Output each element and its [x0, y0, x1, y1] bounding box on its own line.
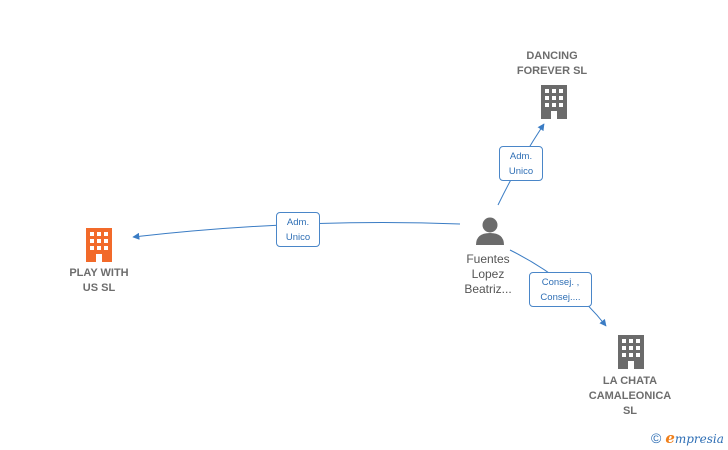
company-name-line: US SL — [82, 282, 116, 294]
copyright-symbol: © — [651, 430, 662, 446]
company-name-line: SL — [622, 405, 638, 417]
edge-label-adm-unico-play[interactable]: Adm. Unico — [276, 212, 320, 247]
edge-label-line: Consej. , — [541, 277, 580, 288]
edge-label-line: Adm. — [509, 151, 533, 162]
building-icon[interactable] — [541, 85, 567, 119]
edge-label-line: Unico — [285, 232, 311, 243]
footer-branding: © empresia — [651, 429, 724, 447]
person-icon[interactable] — [476, 217, 504, 246]
person-name-line: Beatriz... — [464, 282, 512, 296]
company-name-line: PLAY WITH — [69, 267, 129, 279]
empresia-logo[interactable]: empresia — [665, 429, 724, 447]
logo-initial: e — [665, 429, 675, 447]
edge-label-adm-unico-dancing[interactable]: Adm. Unico — [499, 146, 543, 181]
edge-label-line: Adm. — [286, 217, 310, 228]
person-label[interactable]: Fuentes Lopez Beatriz... — [448, 252, 528, 297]
building-icon[interactable] — [618, 335, 644, 369]
company-name-line: DANCING — [526, 50, 578, 62]
company-label-la-chata-camaleonica[interactable]: LA CHATA CAMALEONICA SL — [580, 374, 680, 419]
edge-label-line: Consej.... — [540, 292, 581, 303]
logo-text: mpresia — [674, 432, 724, 446]
company-label-play-with-us[interactable]: PLAY WITH US SL — [49, 266, 149, 296]
company-name-line: FOREVER SL — [516, 65, 588, 77]
company-name-line: LA CHATA — [602, 375, 658, 387]
company-name-line: CAMALEONICA — [588, 390, 672, 402]
edge-label-consej-chata[interactable]: Consej. , Consej.... — [529, 272, 592, 307]
person-name-line: Fuentes — [466, 252, 510, 266]
edge-label-line: Unico — [508, 166, 534, 177]
building-icon[interactable] — [86, 228, 112, 262]
person-name-line: Lopez — [471, 267, 505, 281]
company-label-dancing-forever[interactable]: DANCING FOREVER SL — [502, 49, 602, 79]
